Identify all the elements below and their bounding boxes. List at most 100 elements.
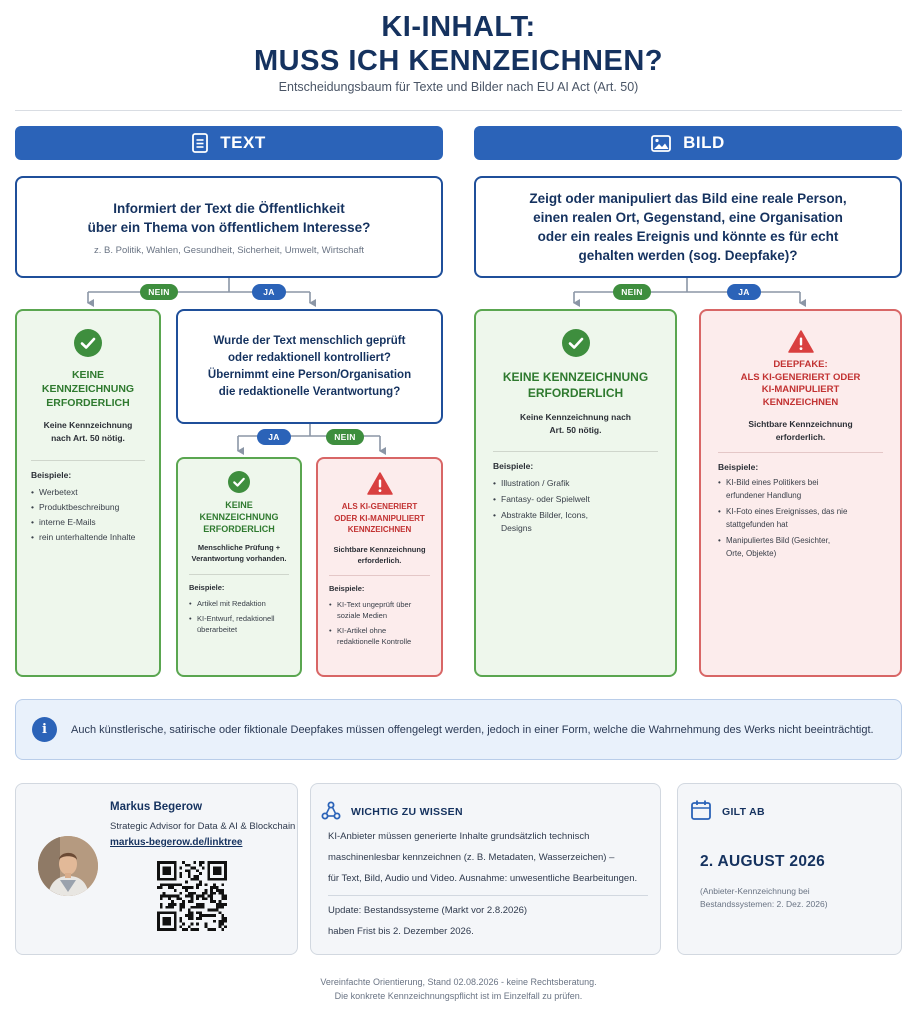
qr-module [185,928,188,931]
text-column-label: TEXT [220,133,266,152]
qr-module [201,894,205,898]
qr-module [171,900,174,903]
qr-module [199,905,202,909]
qr-module [168,928,171,931]
qr-module [182,903,185,906]
qr-module [171,911,174,915]
qr-module [168,883,171,887]
qr-module [165,883,169,887]
qr-module [185,869,188,873]
qr-module [168,877,171,881]
qr-module [218,925,222,929]
qr-module [168,894,171,898]
qr-module [187,863,191,867]
text-result-yes2-subtitle: Menschliche Prüfung + Verantwortung vorh… [191,543,287,563]
qr-module [168,905,171,909]
qr-module [218,866,222,870]
qr-module [173,922,177,926]
qr-module [213,872,216,875]
qr-module [162,872,166,875]
qr-module [199,880,202,884]
qr-module [201,897,205,901]
author-role: Strategic Advisor for Data & AI & Blockc… [110,821,296,832]
qr-module [159,877,163,881]
qr-module [218,903,222,906]
qr-module [179,908,183,912]
author-link[interactable]: markus-begerow.de/linktree [110,837,243,848]
qr-module [215,877,219,881]
qr-module [185,894,188,898]
image-result-yes-title: DEEPFAKE: ALS KI-GENERIERT ODER KI-MANIP… [740,359,861,408]
valid-from-note: (Anbieter-Kennzeichnung bei Bestandssyst… [700,886,828,909]
qr-module [215,908,219,912]
qr-module [193,875,197,878]
qr-module [213,883,216,887]
qr-module [201,861,205,864]
qr-module [179,917,183,920]
qr-module [165,894,169,898]
qr-module [165,928,169,931]
text-result-no-label: KEINE KENNZEICHNUNG ERFORDERLICH Keine K… [15,309,161,677]
qr-module [218,891,222,895]
image-result-no-examples: Illustration / Grafik Fantasy- oder Spie… [493,477,613,535]
qr-module [215,861,219,864]
qr-module [165,872,169,875]
qr-module [213,886,216,889]
qr-module [196,928,199,931]
qr-module [213,919,216,923]
image-question: Zeigt oder manipuliert das Bild eine rea… [474,176,902,278]
qr-module [213,877,216,881]
qr-module [196,917,199,920]
qr-module [157,875,160,878]
qr-module [168,917,171,920]
qr-module [190,900,194,903]
qr-module [171,928,174,931]
qr-module [176,894,180,898]
qr-module [207,914,211,917]
qr-module [204,883,208,887]
qr-module [173,894,177,898]
qr-module [190,897,194,901]
qr-module [199,861,202,864]
qr-module [162,866,166,870]
qr-code[interactable] [157,861,227,931]
qr-module [196,869,199,873]
qr-module [168,922,171,926]
qr-module [171,905,174,909]
qr-module [168,903,171,906]
qr-module [221,897,225,901]
qr-module [159,894,163,898]
qr-module [179,905,183,909]
image-q-yes-pill: JA [727,284,761,300]
qr-module [187,886,191,889]
qr-module [210,861,213,864]
qr-module [179,891,183,895]
qr-module [165,911,169,915]
qr-module [207,894,211,898]
qr-module [185,880,188,884]
qr-module [157,861,160,864]
qr-module [187,875,191,878]
qr-module [196,883,199,887]
qr-module [210,900,213,903]
divider [493,451,658,452]
qr-module [157,922,160,926]
qr-module [159,911,163,915]
divider [718,452,883,453]
qr-module [176,897,180,901]
valid-from-card [677,783,902,955]
qr-module [190,914,194,917]
qr-module [215,886,219,889]
qr-module [185,886,188,889]
qr-module [179,883,183,887]
qr-module [199,911,202,915]
qr-module [218,872,222,875]
qr-module [173,925,177,929]
qr-module [187,925,191,929]
image-result-yes-examples: KI-Bild eines Politikers bei erfundener … [718,477,848,560]
qr-module [199,863,202,867]
qr-module [182,900,185,903]
qr-module [157,872,160,875]
check-icon [561,329,590,357]
qr-module [173,883,177,887]
